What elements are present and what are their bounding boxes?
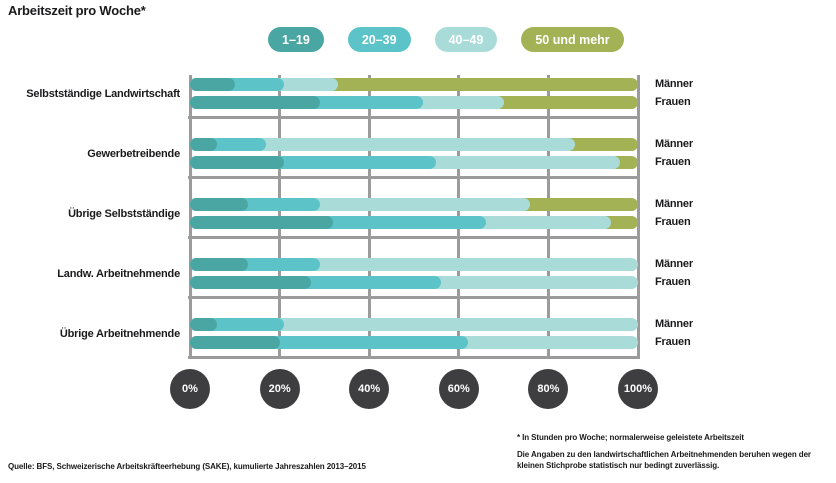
bar-frauen [190, 96, 638, 109]
legend-pill: 40–49 [434, 27, 498, 52]
bar-segment [190, 318, 217, 331]
bar-segment [190, 276, 311, 289]
bar-frauen [190, 276, 638, 289]
category-label: Selbstständige Landwirtschaft [26, 87, 180, 100]
gridline-horizontal [188, 116, 640, 119]
category-label: Übrige Selbstständige [68, 207, 180, 220]
gender-label: Frauen [655, 336, 691, 348]
legend-pill: 50 und mehr [521, 27, 624, 52]
footnote-line-1: * In Stunden pro Woche; normalerweise ge… [517, 433, 744, 442]
gender-label: Frauen [655, 156, 691, 168]
axis-tick-label: 80% [537, 383, 560, 395]
bar-maenner [190, 198, 638, 211]
gender-label: Männer [655, 138, 693, 150]
bar-segment [190, 198, 249, 211]
axis-tick-label: 100% [623, 383, 653, 395]
footnote: * In Stunden pro Woche; normalerweise ge… [517, 433, 829, 471]
chart-area [188, 75, 640, 359]
bar-frauen [190, 156, 638, 169]
axis-tick-circle: 80% [528, 369, 569, 409]
bar-segment [190, 216, 334, 229]
bar-frauen [190, 216, 638, 229]
legend: 1–19 20–39 40–49 50 und mehr [268, 27, 624, 52]
page-title: Arbeitszeit pro Woche* [8, 3, 146, 18]
bar-segment [190, 138, 217, 151]
source-note: Quelle: BFS, Schweizerische Arbeitskräft… [8, 462, 366, 471]
category-label: Landw. Arbeitnehmende [57, 267, 180, 280]
bar-segment [190, 138, 576, 151]
gender-label: Frauen [655, 96, 691, 108]
gender-label: Frauen [655, 276, 691, 288]
bar-maenner [190, 318, 638, 331]
legend-pill-label: 20–39 [361, 32, 397, 47]
axis-tick-circle: 20% [259, 369, 300, 409]
gender-label: Männer [655, 318, 693, 330]
legend-pill: 1–19 [268, 27, 324, 52]
bar-segment [190, 78, 235, 91]
footnote-line-2: Die Angaben zu den landwirtschaftlichen … [517, 449, 811, 459]
gender-label: Frauen [655, 216, 691, 228]
bar-segment [190, 336, 280, 349]
axis-tick-circle: 40% [349, 369, 390, 409]
gender-label: Männer [655, 198, 693, 210]
axis-tick-circle: 100% [618, 369, 658, 409]
gridline-horizontal [188, 236, 640, 239]
axis-tick-label: 0% [182, 383, 198, 395]
category-label: Übrige Arbeitnehmende [59, 327, 180, 340]
category-label: Gewerbetreibende [87, 147, 180, 160]
axis-tick-circle: 0% [170, 369, 210, 409]
legend-pill-label: 40–49 [448, 32, 484, 47]
bar-maenner [190, 258, 638, 271]
bar-frauen [190, 336, 638, 349]
bar-segment [190, 96, 320, 109]
legend-pill: 20–39 [347, 27, 411, 52]
axis-tick-label: 40% [358, 383, 381, 395]
footnote-line-3: kleinen Stichprobe statistisch nur bedin… [517, 460, 720, 470]
legend-pill-label: 50 und mehr [535, 32, 610, 47]
axis-tick-label: 60% [447, 383, 470, 395]
gender-label: Männer [655, 78, 693, 90]
axis-tick-label: 20% [268, 383, 291, 395]
gridline-horizontal [188, 356, 640, 359]
axis-tick-circle: 60% [438, 369, 479, 409]
gridline-horizontal [188, 296, 640, 299]
gridline-vertical [636, 75, 640, 359]
bar-maenner [190, 138, 638, 151]
gridline-vertical [188, 75, 192, 359]
legend-pill-label: 1–19 [282, 32, 310, 47]
bar-maenner [190, 78, 638, 91]
bar-segment [190, 258, 249, 271]
bar-segment [190, 156, 285, 169]
gender-label: Männer [655, 258, 693, 270]
bar-segment [190, 318, 638, 331]
gridline-horizontal [188, 176, 640, 179]
